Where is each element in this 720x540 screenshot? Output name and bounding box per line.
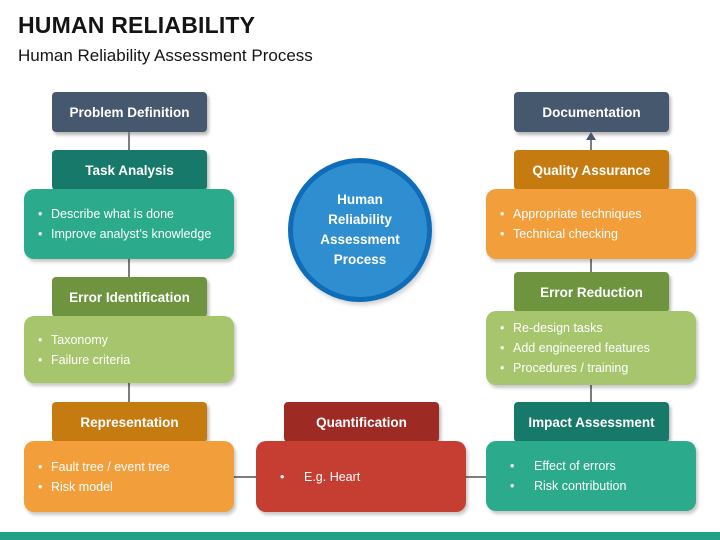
stage-label: Error Reduction xyxy=(540,284,643,300)
connector-line xyxy=(128,383,130,402)
panel-task-analysis: Describe what is done Improve analyst’s … xyxy=(24,189,234,259)
stage-quality-assurance: Quality Assurance xyxy=(514,150,669,190)
stage-impact-assessment: Impact Assessment xyxy=(514,402,669,442)
stage-problem-definition: Problem Definition xyxy=(52,92,207,132)
stage-label: Representation xyxy=(80,414,179,430)
bullet-item: Add engineered features xyxy=(500,338,688,358)
stage-error-identification: Error Identification xyxy=(52,277,207,317)
connector-line xyxy=(590,385,592,402)
stage-quantification: Quantification xyxy=(284,402,439,442)
connector-line xyxy=(128,132,130,150)
panel-impact-assessment: Effect of errors Risk contribution xyxy=(486,441,696,511)
hub-label: Human Reliability Assessment Process xyxy=(320,191,400,268)
connector-line xyxy=(590,138,592,150)
bullet-item: Improve analyst’s knowledge xyxy=(38,224,226,244)
stage-label: Quantification xyxy=(316,414,407,430)
stage-label: Impact Assessment xyxy=(528,414,655,430)
connector-line xyxy=(234,476,256,478)
bullet-item: Effect of errors xyxy=(510,456,688,476)
page-subtitle: Human Reliability Assessment Process xyxy=(18,46,313,65)
stage-label: Documentation xyxy=(542,104,641,120)
stage-error-reduction: Error Reduction xyxy=(514,272,669,312)
panel-error-reduction: Re-design tasks Add engineered features … xyxy=(486,311,696,385)
page-title: HUMAN RELIABILITY xyxy=(18,12,256,38)
bullet-item: Technical checking xyxy=(500,224,688,244)
panel-error-identification: Taxonomy Failure criteria xyxy=(24,316,234,383)
stage-label: Error Identification xyxy=(69,289,190,305)
bullet-item: Risk contribution xyxy=(510,476,688,496)
bullet-item: Fault tree / event tree xyxy=(38,457,226,477)
arrow-up-icon xyxy=(586,132,596,140)
panel-quantification: E.g. Heart xyxy=(256,441,466,512)
bullet-item: Failure criteria xyxy=(38,350,226,370)
stage-label: Quality Assurance xyxy=(532,162,651,178)
bullet-item: Procedures / training xyxy=(500,358,688,378)
connector-line xyxy=(128,259,130,277)
footer-accent-bar xyxy=(0,532,720,540)
connector-line xyxy=(590,259,592,272)
bullet-item: Taxonomy xyxy=(38,330,226,350)
stage-label: Problem Definition xyxy=(69,104,190,120)
bullet-item: Re-design tasks xyxy=(500,318,688,338)
panel-representation: Fault tree / event tree Risk model xyxy=(24,441,234,512)
bullet-item: Describe what is done xyxy=(38,204,226,224)
stage-label: Task Analysis xyxy=(85,162,174,178)
bullet-item: Risk model xyxy=(38,477,226,497)
hub-circle: Human Reliability Assessment Process xyxy=(288,158,432,302)
stage-documentation: Documentation xyxy=(514,92,669,132)
bullet-item: E.g. Heart xyxy=(280,467,458,487)
panel-quality-assurance: Appropriate techniques Technical checkin… xyxy=(486,189,696,259)
stage-representation: Representation xyxy=(52,402,207,442)
bullet-item: Appropriate techniques xyxy=(500,204,688,224)
connector-line xyxy=(466,476,486,478)
stage-task-analysis: Task Analysis xyxy=(52,150,207,190)
